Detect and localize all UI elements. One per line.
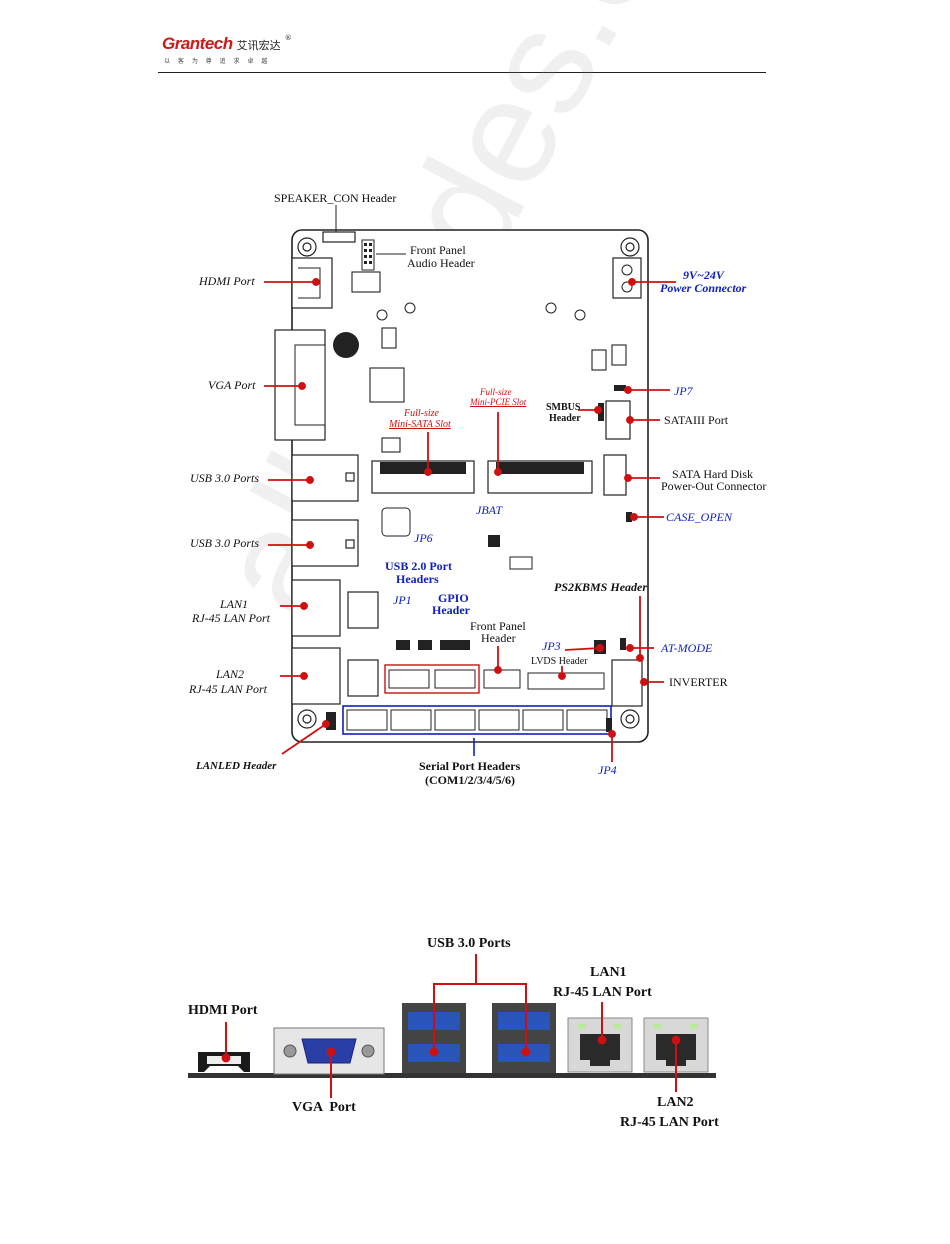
io-lan1 <box>567 1017 633 1073</box>
label-mini-sata-1: Full-size <box>404 408 439 419</box>
label-vga-port: VGA Port <box>208 378 256 392</box>
io-label-vga: VGA Port <box>292 1100 356 1115</box>
label-front-panel-1: Front Panel <box>470 619 526 633</box>
sata3-port <box>605 400 631 440</box>
label-lan1-2: RJ-45 LAN Port <box>192 611 270 625</box>
label-jp4: JP4 <box>598 763 617 777</box>
label-usb30-ports-a: USB 3.0 Ports <box>190 471 259 485</box>
smbus-header <box>598 403 604 421</box>
label-ps2kbms: PS2KBMS Header <box>554 580 648 594</box>
logo-registered-mark: ® <box>284 34 292 42</box>
front-audio-header <box>361 239 375 271</box>
callout-leaders <box>264 278 676 762</box>
label-jp3: JP3 <box>542 639 561 653</box>
label-lanled-header: LANLED Header <box>196 760 277 772</box>
label-hdmi-port: HDMI Port <box>199 274 255 288</box>
io-usb-stack-2 <box>492 1003 556 1073</box>
label-sata3-port: SATAIII Port <box>664 413 729 427</box>
at-mode-jumper <box>620 638 626 650</box>
mini-sata-slot <box>371 460 475 494</box>
label-inverter: INVERTER <box>669 675 728 689</box>
io-label-usb30: USB 3.0 Ports <box>427 936 511 951</box>
io-label-lan1-2: RJ-45 LAN Port <box>553 985 652 1000</box>
jbat-jumper <box>488 535 500 547</box>
header-divider <box>158 72 766 73</box>
jp3-jumper <box>594 640 606 654</box>
usb30-stacks <box>291 454 359 567</box>
label-gpio-2: Header <box>432 603 470 617</box>
label-smbus-1: SMBUS <box>546 402 581 413</box>
label-lan2-2: RJ-45 LAN Port <box>189 682 267 696</box>
label-mini-sata-2: Mini-SATA Slot <box>389 419 451 430</box>
battery <box>381 507 411 537</box>
io-panel <box>188 954 716 1098</box>
label-usb30-ports-b: USB 3.0 Ports <box>190 536 259 550</box>
sata-power-connector <box>603 454 627 496</box>
label-usb20-1: USB 2.0 Port <box>385 559 452 573</box>
lvds-header <box>527 672 605 690</box>
label-mini-pcie-1: Full-size <box>480 387 512 397</box>
label-lan2-1: LAN2 <box>216 667 245 681</box>
logo-wordmark: Grantech <box>162 34 233 53</box>
jp1-jumper <box>396 640 410 650</box>
logo-chinese-name: 艾讯宏达 <box>236 39 281 52</box>
front-panel-header <box>483 669 521 689</box>
label-power-voltage: 9V~24V <box>683 268 724 282</box>
label-jp6: JP6 <box>414 531 433 545</box>
mini-pcie-slot <box>487 460 593 494</box>
label-at-mode: AT-MODE <box>661 641 713 655</box>
label-jp1: JP1 <box>393 593 412 607</box>
jp6-jumper <box>418 640 432 650</box>
io-label-hdmi: HDMI Port <box>188 1003 258 1018</box>
case-open-header <box>626 512 632 522</box>
label-jbat: JBAT <box>476 503 503 517</box>
hdmi-connector <box>291 257 333 309</box>
io-label-lan2-2: RJ-45 LAN Port <box>620 1115 719 1130</box>
io-label-lan2-1: LAN2 <box>657 1095 694 1110</box>
buzzer <box>333 332 359 358</box>
label-front-audio-1: Front Panel <box>410 243 466 257</box>
label-speaker-con: SPEAKER_CON Header <box>274 191 397 205</box>
label-smbus-2: Header <box>549 413 581 424</box>
lan-jacks <box>291 579 379 705</box>
label-jp7: JP7 <box>674 384 693 398</box>
label-usb20-2: Headers <box>396 572 439 586</box>
label-front-panel-2: Header <box>481 631 516 645</box>
io-label-lan1-1: LAN1 <box>590 965 627 980</box>
label-serial-2: (COM1/2/3/4/5/6) <box>425 773 515 787</box>
label-case-open: CASE_OPEN <box>666 510 732 524</box>
label-serial-1: Serial Port Headers <box>419 759 521 773</box>
ic-chips <box>351 271 627 453</box>
gpio-header <box>440 640 470 650</box>
serial-headers <box>346 709 608 731</box>
logo-slogan: 以 客 为 尊 追 求 卓 越 <box>164 58 271 65</box>
jp4-jumper <box>606 718 612 732</box>
inverter-connector <box>611 659 643 707</box>
label-front-audio-2: Audio Header <box>407 256 475 270</box>
lanled-header <box>326 712 336 730</box>
label-lvds-header: LVDS Header <box>531 656 588 667</box>
label-gpio-1: GPIO <box>438 591 469 605</box>
label-mini-pcie-2: Mini-PCIE Slot <box>470 397 527 407</box>
speaker-connector <box>322 231 356 243</box>
mounting-holes <box>297 237 640 729</box>
io-base <box>188 1073 716 1078</box>
brand-logo: Grantech 艾讯宏达 ® <box>162 34 292 54</box>
usb20-headers-box <box>384 664 480 694</box>
label-sata-power-2: Power-Out Connector <box>661 479 767 493</box>
label-lan1-1: LAN1 <box>220 597 249 611</box>
label-power-connector: Power Connector <box>660 281 747 295</box>
jp7-jumper <box>614 385 626 391</box>
label-sata-power-1: SATA Hard Disk <box>672 467 754 481</box>
